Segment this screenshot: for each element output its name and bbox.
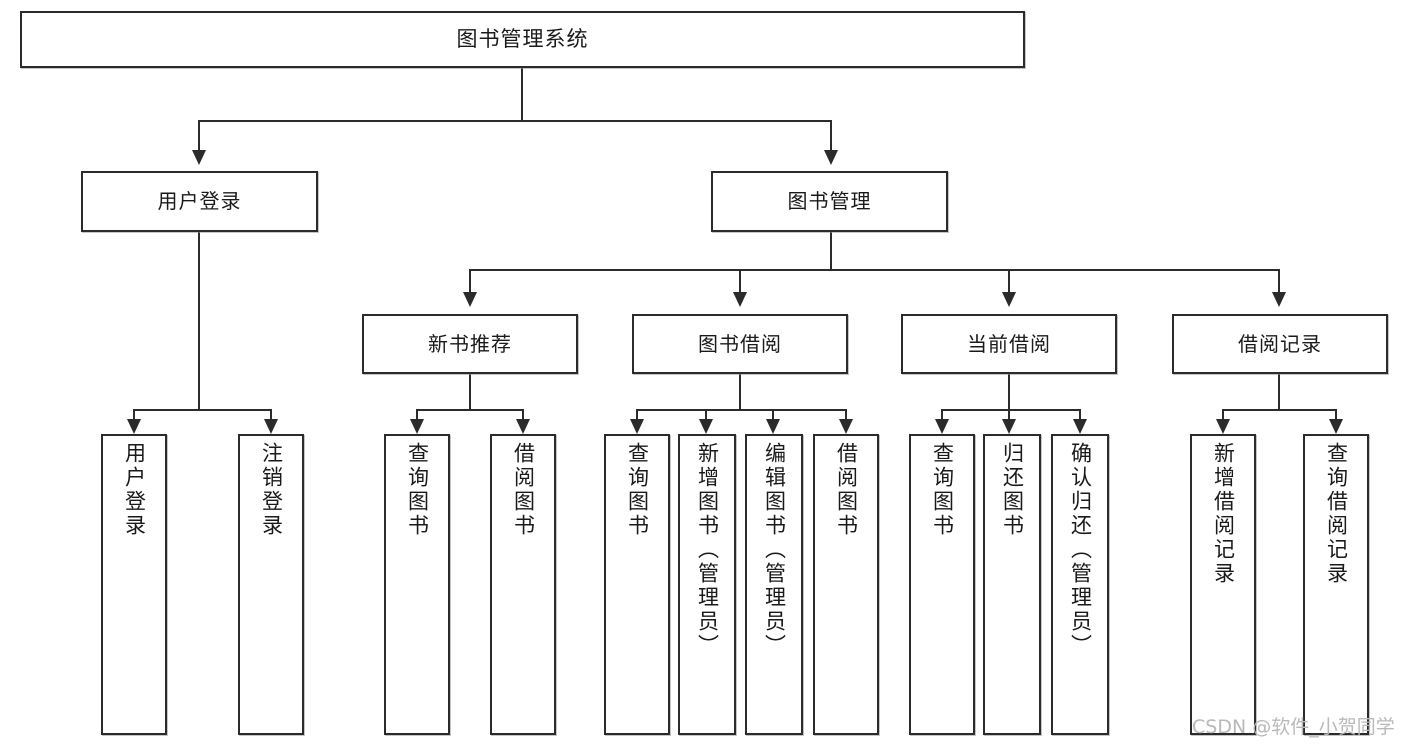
arrow-leaf-9 (935, 419, 949, 434)
node-leaf-add-borrow-record[interactable]: 新增借阅记录 (1190, 434, 1256, 735)
arrow-leaf-6 (699, 419, 713, 434)
node-leaf-logout-label: 注销登录 (259, 442, 284, 538)
arrow-to-user-login (192, 150, 206, 165)
connector-to-borrow-record (1278, 269, 1280, 293)
connector-to-user-login (198, 120, 200, 151)
node-leaf-add-book-admin[interactable]: 新增图书（管理员） (678, 434, 736, 735)
connector-bb-drop-3 (772, 409, 774, 421)
connector-level1-bus (198, 120, 832, 122)
connector-nbr-drop-1 (416, 409, 418, 421)
connector-to-current-borrow (1008, 269, 1010, 293)
arrow-leaf-2 (264, 419, 278, 434)
node-leaf-query-book-1[interactable]: 查询图书 (384, 434, 450, 735)
arrow-leaf-12 (1216, 419, 1230, 434)
node-leaf-query-book-3[interactable]: 查询图书 (909, 434, 975, 735)
node-leaf-edit-book-admin[interactable]: 编辑图书（管理员） (745, 434, 803, 735)
node-leaf-borrow-book-2[interactable]: 借阅图书 (813, 434, 879, 735)
connector-cb-drop-2 (1008, 409, 1010, 421)
node-leaf-query-book-1-label: 查询图书 (405, 442, 430, 538)
csdn-watermark: CSDN @软件_小贺同学 (1192, 716, 1395, 738)
connector-user-login-drop-2 (270, 409, 272, 421)
connector-to-new-book-recommend (469, 269, 471, 293)
node-leaf-confirm-return-admin-label: 确认归还（管理员） (1068, 442, 1093, 658)
node-current-borrow-label: 当前借阅 (967, 331, 1051, 356)
node-root-label: 图书管理系统 (456, 27, 589, 52)
node-leaf-add-borrow-record-label: 新增借阅记录 (1211, 442, 1236, 586)
connector-br-drop-2 (1335, 409, 1337, 421)
node-new-book-recommend-label: 新书推荐 (428, 331, 512, 356)
arrow-leaf-1 (127, 419, 141, 434)
node-leaf-edit-book-admin-label: 编辑图书（管理员） (762, 442, 787, 658)
node-leaf-add-book-admin-label: 新增图书（管理员） (695, 442, 720, 658)
connector-book-borrow-bus (636, 409, 847, 411)
node-borrow-record[interactable]: 借阅记录 (1172, 314, 1388, 374)
node-leaf-borrow-book-1-label: 借阅图书 (511, 442, 536, 538)
node-leaf-borrow-book-1[interactable]: 借阅图书 (490, 434, 556, 735)
node-book-manage-label: 图书管理 (787, 189, 872, 213)
node-new-book-recommend[interactable]: 新书推荐 (362, 314, 578, 374)
connector-br-drop-1 (1222, 409, 1224, 421)
connector-current-borrow-stem (1008, 374, 1010, 410)
connector-user-login-bus (133, 409, 272, 411)
connector-to-book-manage (830, 120, 832, 151)
connector-to-book-borrow (739, 269, 741, 293)
connector-root-stem (521, 68, 523, 120)
node-book-manage[interactable]: 图书管理 (711, 171, 948, 232)
arrow-leaf-8 (839, 419, 853, 434)
node-book-borrow-label: 图书借阅 (698, 331, 782, 356)
arrow-to-new-book-recommend (463, 292, 477, 307)
connector-book-manage-stem (830, 232, 832, 270)
node-leaf-user-login[interactable]: 用户登录 (101, 434, 167, 735)
connector-borrow-record-bus (1222, 409, 1337, 411)
connector-user-login-drop-1 (133, 409, 135, 421)
node-leaf-query-borrow-record-label: 查询借阅记录 (1324, 442, 1349, 586)
connector-new-book-recommend-bus (416, 409, 524, 411)
node-root[interactable]: 图书管理系统 (20, 11, 1025, 68)
arrow-to-current-borrow (1002, 292, 1016, 307)
node-current-borrow[interactable]: 当前借阅 (901, 314, 1117, 374)
connector-cb-drop-3 (1079, 409, 1081, 421)
connector-cb-drop-1 (941, 409, 943, 421)
node-leaf-logout[interactable]: 注销登录 (238, 434, 304, 735)
connector-new-book-recommend-stem (469, 374, 471, 410)
node-leaf-borrow-book-2-label: 借阅图书 (834, 442, 859, 538)
connector-bb-drop-2 (705, 409, 707, 421)
connector-user-login-stem (198, 232, 200, 410)
connector-bb-drop-4 (845, 409, 847, 421)
node-book-borrow[interactable]: 图书借阅 (632, 314, 848, 374)
node-leaf-query-book-3-label: 查询图书 (930, 442, 955, 538)
connector-nbr-drop-2 (522, 409, 524, 421)
arrow-leaf-3 (410, 419, 424, 434)
node-user-login-label: 用户登录 (157, 189, 242, 213)
arrow-to-borrow-record (1272, 292, 1286, 307)
arrow-leaf-5 (630, 419, 644, 434)
connector-level2-bus (469, 269, 1280, 271)
node-leaf-query-borrow-record[interactable]: 查询借阅记录 (1303, 434, 1369, 735)
node-leaf-query-book-2-label: 查询图书 (625, 442, 650, 538)
arrow-to-book-manage (824, 150, 838, 165)
node-borrow-record-label: 借阅记录 (1238, 331, 1322, 356)
connector-bb-drop-1 (636, 409, 638, 421)
node-leaf-confirm-return-admin[interactable]: 确认归还（管理员） (1051, 434, 1109, 735)
connector-current-borrow-bus (941, 409, 1081, 411)
connector-book-borrow-stem (739, 374, 741, 410)
node-leaf-user-login-label: 用户登录 (122, 442, 147, 538)
node-leaf-return-book[interactable]: 归还图书 (983, 434, 1041, 735)
arrow-leaf-11 (1073, 419, 1087, 434)
node-leaf-query-book-2[interactable]: 查询图书 (604, 434, 670, 735)
arrow-leaf-10 (1002, 419, 1016, 434)
node-leaf-return-book-label: 归还图书 (1000, 442, 1025, 538)
arrow-leaf-7 (766, 419, 780, 434)
arrow-to-book-borrow (733, 292, 747, 307)
node-user-login[interactable]: 用户登录 (81, 171, 318, 232)
arrow-leaf-13 (1329, 419, 1343, 434)
connector-borrow-record-stem (1278, 374, 1280, 410)
arrow-leaf-4 (516, 419, 530, 434)
